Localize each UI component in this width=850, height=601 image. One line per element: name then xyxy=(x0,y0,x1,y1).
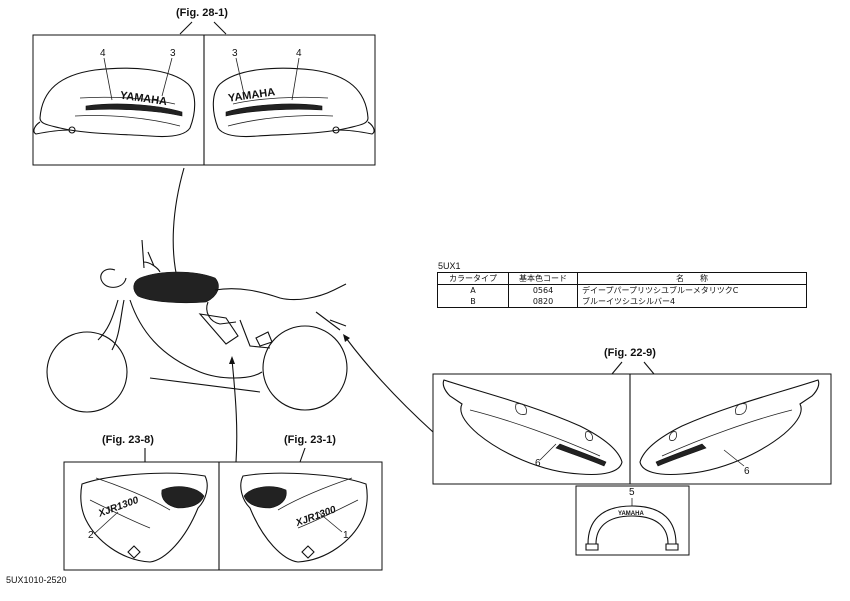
side-left-part-2: 2 xyxy=(88,530,94,541)
color-name-a: デイープパープリツシユブルーメタリツクC xyxy=(577,284,807,296)
drawing-code: 5UX1010-2520 xyxy=(6,575,67,585)
tail-right-drawing xyxy=(639,379,820,476)
color-table: カラータイプ 基本色コード 名 称 A 0564 デイープパープリツシユブルーメ… xyxy=(437,272,807,308)
side-left-logo: XJR1300 xyxy=(96,495,140,520)
motorcycle-outline xyxy=(46,239,348,413)
grab-bar-logo: YAMAHA xyxy=(618,511,644,517)
tail-left-part-6: 6 xyxy=(535,458,541,469)
tank-right-part-3: 3 xyxy=(232,48,238,59)
tank-left-drawing xyxy=(33,67,196,138)
side-right-logo: XJR1300 xyxy=(294,504,338,529)
color-table-title: 5UX1 xyxy=(438,261,461,271)
color-code-a: 0564 xyxy=(508,284,578,296)
tail-panel xyxy=(432,373,832,485)
leader-side xyxy=(231,359,238,463)
grab-bar-panel xyxy=(575,485,690,556)
tank-right-part-4: 4 xyxy=(296,48,302,59)
color-code-b: 0820 xyxy=(508,296,578,308)
color-code-header: 基本色コード xyxy=(508,272,578,285)
fig-ref-side-left: (Fig. 23-8) xyxy=(102,434,154,446)
tank-right-logo: YAMAHA xyxy=(227,86,276,104)
color-type-b: B xyxy=(437,296,509,308)
color-name-b: ブルーイツシユシルバー4 xyxy=(577,296,807,308)
tank-right-drawing xyxy=(212,67,375,138)
side-cover-right-drawing xyxy=(240,472,368,563)
tank-left-part-4: 4 xyxy=(100,48,106,59)
leader-tail xyxy=(345,337,434,433)
fig-ref-side-right: (Fig. 23-1) xyxy=(284,434,336,446)
tank-left-part-3: 3 xyxy=(170,48,176,59)
grab-bar-part-5: 5 xyxy=(629,487,635,498)
fig-ref-tail: (Fig. 22-9) xyxy=(604,347,656,359)
grab-bar-drawing xyxy=(585,505,679,551)
color-type-header: カラータイプ xyxy=(437,272,509,285)
tail-left-drawing xyxy=(442,379,623,476)
fig-ref-tank: (Fig. 28-1) xyxy=(176,7,228,19)
color-name-header: 名 称 xyxy=(577,272,807,285)
leader-tank xyxy=(172,167,185,283)
side-cover-left-drawing xyxy=(80,472,208,563)
tail-right-part-6: 6 xyxy=(744,466,750,477)
side-cover-panel xyxy=(63,461,383,571)
color-type-a: A xyxy=(437,284,509,296)
side-right-part-1: 1 xyxy=(343,530,349,541)
